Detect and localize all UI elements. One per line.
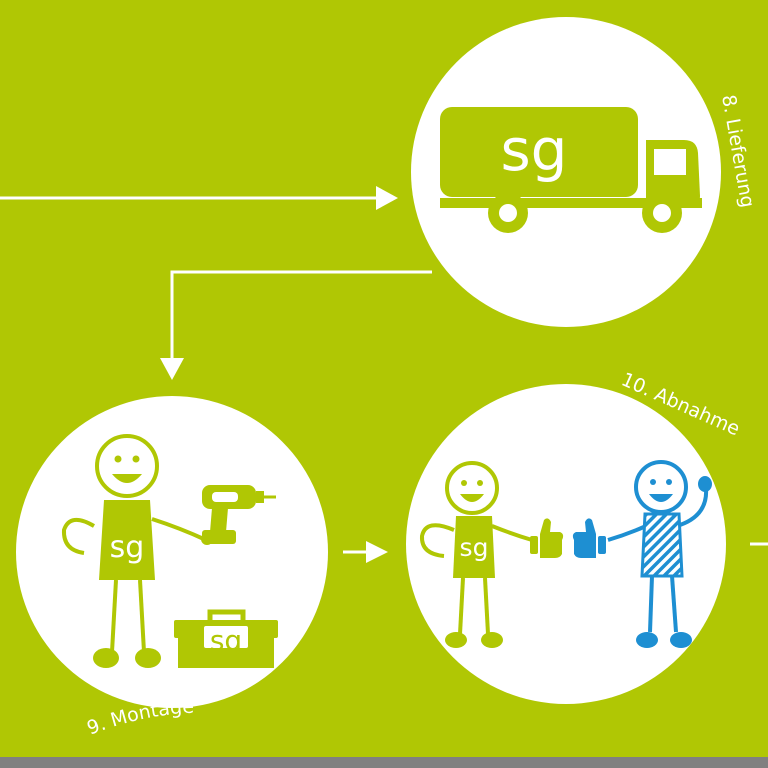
blue-person-figure: [607, 460, 712, 648]
arrow-lieferung-to-montage: [170, 270, 432, 360]
truck-icon: sg: [440, 107, 702, 233]
truck-logo: sg: [500, 116, 567, 184]
toolbox-icon: sg: [174, 609, 278, 668]
worker-shirt-logo: sg: [110, 530, 145, 565]
toolbox-logo: sg: [210, 624, 242, 657]
green-person-figure: sg: [419, 461, 533, 648]
green-thumbs-up-icon: [530, 518, 564, 558]
arrowhead-right-1: [376, 186, 398, 210]
step-circle-montage: [16, 396, 328, 708]
arrowhead-down: [160, 358, 184, 380]
flow-arrows: [0, 196, 768, 554]
drill-icon: [201, 485, 276, 545]
bottom-bar: [0, 757, 768, 768]
handshake-thumbs-up-icon: sg: [419, 460, 712, 648]
green-shirt-logo: sg: [460, 533, 489, 562]
arrowhead-right-2: [366, 541, 388, 563]
blue-thumbs-up-icon: [572, 518, 606, 558]
worker-with-drill-and-toolbox-icon: sg sg: [61, 434, 278, 668]
